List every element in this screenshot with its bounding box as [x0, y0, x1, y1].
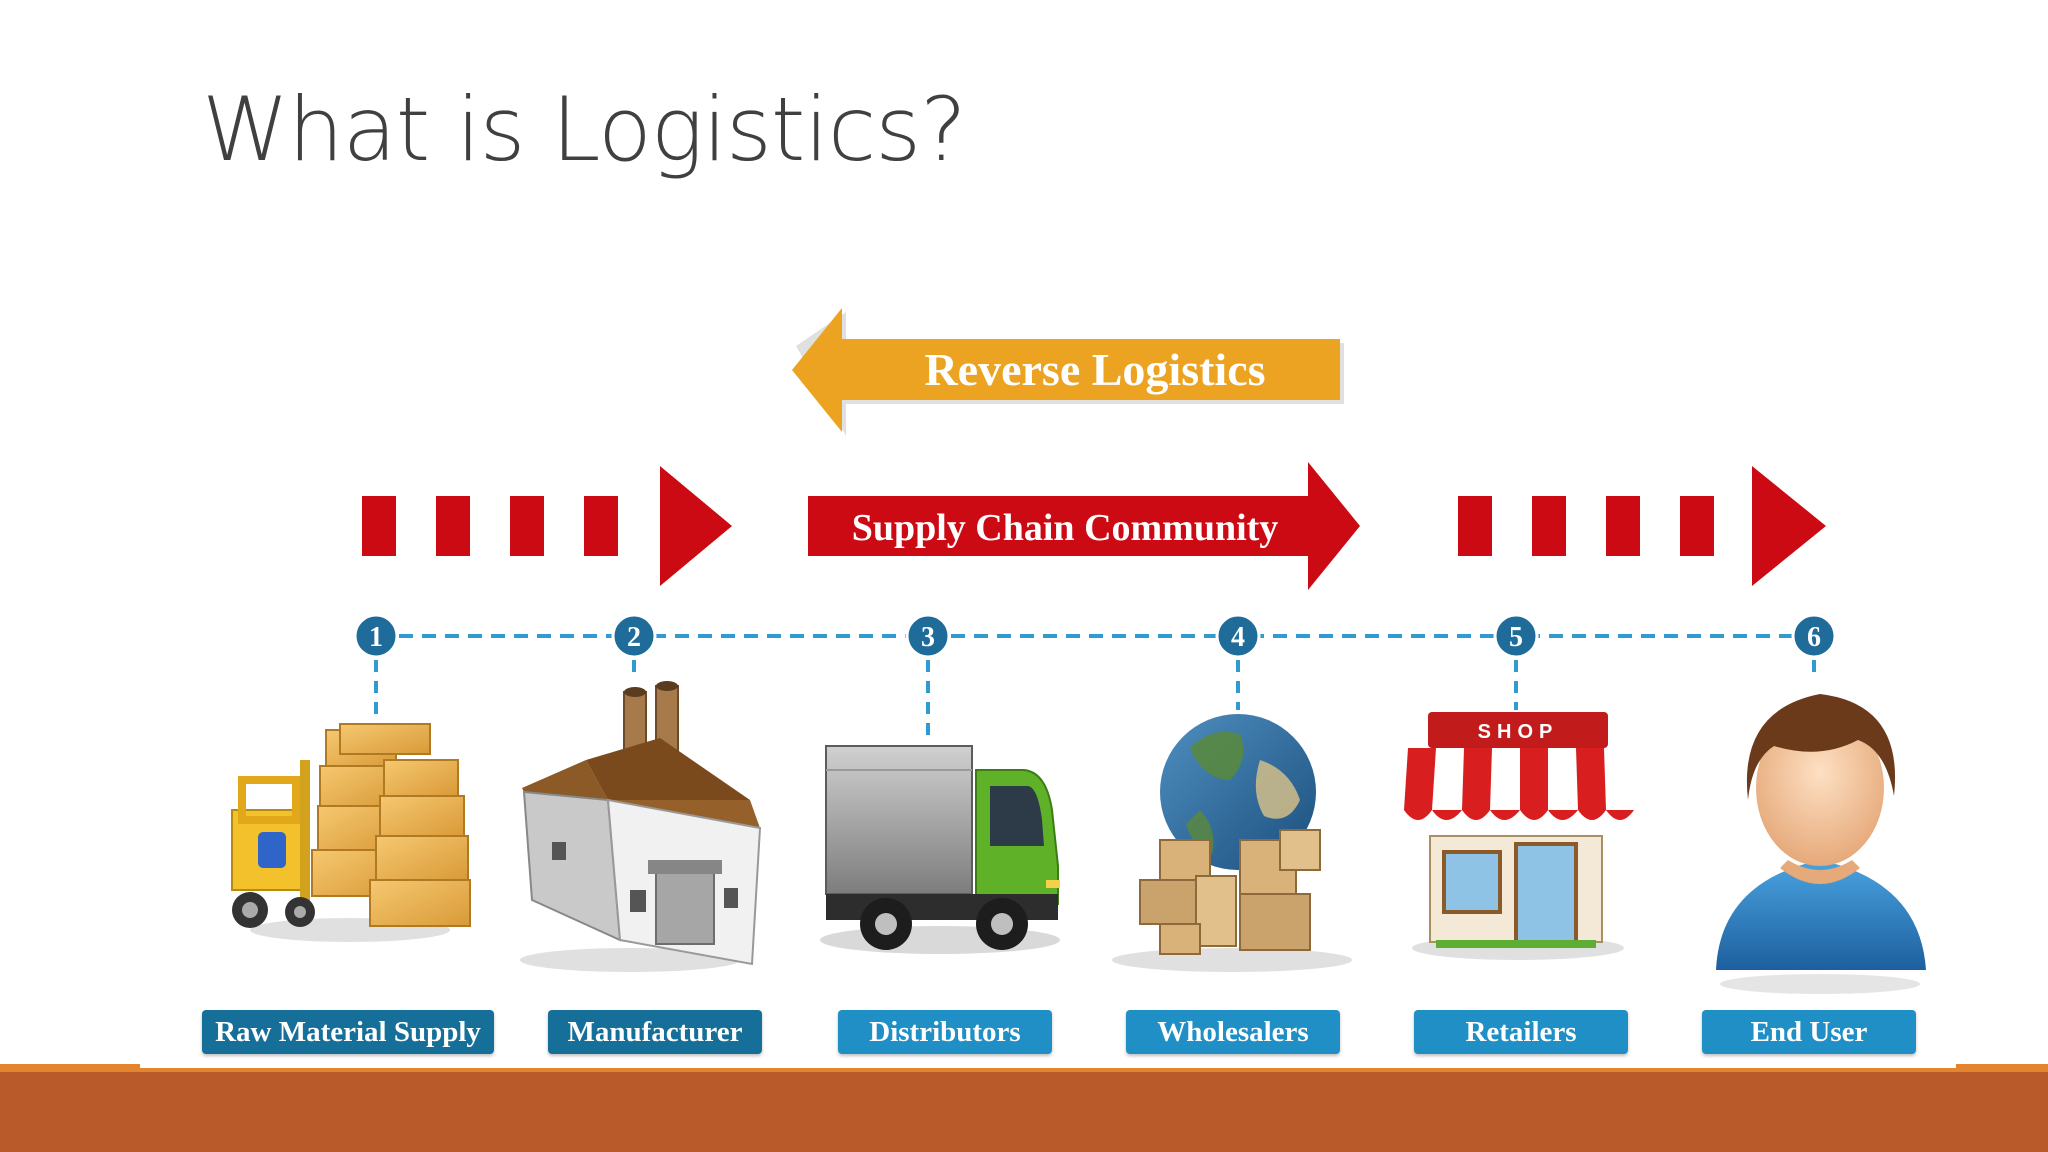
stage-badge-5: 5 — [1493, 613, 1539, 659]
reverse-logistics-arrow: Reverse Logistics — [792, 308, 1344, 436]
reverse-logistics-label: Reverse Logistics — [924, 344, 1265, 395]
footer-accent-line — [0, 1064, 2048, 1072]
slide-title: What is Logistics? — [202, 78, 967, 181]
footer-band — [0, 1072, 2048, 1152]
stage-label-distributors: Distributors — [838, 1010, 1052, 1054]
svg-text:2: 2 — [627, 622, 641, 653]
factory-icon — [520, 681, 762, 972]
stage-label-retailers: Retailers — [1414, 1010, 1628, 1054]
supply-chain-arrow: Supply Chain Community — [808, 462, 1360, 590]
stage-badge-1: 1 — [353, 613, 399, 659]
stage-badge-6: 6 — [1791, 613, 1837, 659]
footer-accent-gap — [140, 1064, 1956, 1068]
globe-boxes-icon — [1112, 714, 1352, 972]
truck-icon — [820, 745, 1060, 954]
user-icon — [1716, 694, 1926, 994]
svg-text:1: 1 — [369, 622, 383, 653]
stage-label-end-user: End User — [1702, 1010, 1916, 1054]
forward-arrow-right — [1458, 466, 1826, 586]
logistics-diagram: Reverse Logistics Supply Chain Community — [140, 240, 2048, 1070]
svg-text:5: 5 — [1509, 622, 1523, 653]
supply-chain-label: Supply Chain Community — [852, 507, 1279, 549]
stage-badge-4: 4 — [1215, 613, 1261, 659]
stage-label-manufacturer: Manufacturer — [548, 1010, 762, 1054]
stage-label-wholesalers: Wholesalers — [1126, 1010, 1340, 1054]
shop-icon: SHOP — [1404, 712, 1634, 960]
shop-sign: SHOP — [1478, 721, 1559, 743]
stage-badge-3: 3 — [905, 613, 951, 659]
forklift-boxes-icon — [231, 723, 471, 942]
svg-text:6: 6 — [1807, 622, 1821, 653]
svg-text:4: 4 — [1231, 622, 1245, 653]
stage-badge-2: 2 — [611, 613, 657, 659]
supply-chain-graphic: Reverse Logistics Supply Chain Community — [231, 308, 1926, 994]
stage-label-raw-material-supply: Raw Material Supply — [202, 1010, 494, 1054]
svg-text:3: 3 — [921, 622, 935, 653]
forward-arrow-left — [362, 466, 732, 586]
